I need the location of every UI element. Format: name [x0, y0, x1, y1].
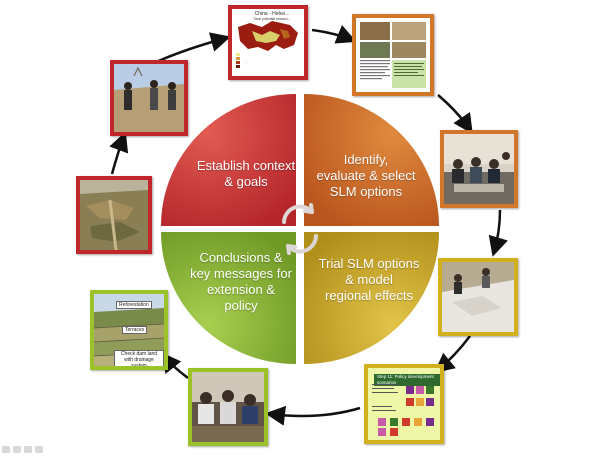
arrow-slide-to-group — [265, 405, 361, 426]
slide-title: Step 11: Policy development scenarios — [374, 374, 440, 386]
map-graphic — [236, 21, 298, 68]
terraces-label-reforestation: Reforestation — [116, 301, 152, 309]
slide-graphic — [372, 384, 434, 436]
quadrant-conclusions — [161, 232, 296, 364]
photo-meeting — [440, 130, 518, 208]
toolbar-icons[interactable] — [2, 440, 62, 453]
field-visit-graphic — [114, 64, 184, 132]
arrow-map-to-doc — [311, 25, 357, 44]
map-title: China - Hebei... — [254, 11, 290, 17]
quadrant-trial-label: Trial SLM options & model regional effec… — [318, 256, 420, 303]
photo-group-discussion — [188, 368, 268, 446]
photo-report-page — [352, 14, 434, 96]
map-legend: ... — [244, 60, 248, 64]
terraces-label-check-dam: Check dam land with drainage system — [114, 350, 164, 366]
arrow-meeting-to-field — [488, 209, 508, 257]
quadrant-context — [161, 94, 296, 226]
photo-policy-slide: Step 11: Policy development scenarios — [364, 364, 444, 444]
map-subtitle: Total potential erosion... — [253, 17, 291, 21]
quadrant-context-label: Establish context & goals — [196, 158, 296, 189]
terraces-label-terraces: Terraces — [122, 326, 148, 334]
photo-terraces: Reforestation Terraces Check dam land wi… — [90, 290, 168, 370]
group-graphic — [192, 372, 264, 442]
quadrant-trial — [304, 232, 439, 364]
arrow-doc-to-meeting — [437, 94, 473, 135]
cycle-arrows-icon — [282, 203, 318, 255]
photo-eroded-landscape — [76, 176, 152, 254]
quadrant-identify — [304, 94, 439, 226]
cycle-arrows — [109, 25, 508, 426]
field-graphic — [442, 262, 514, 332]
meeting-graphic — [444, 134, 514, 204]
photo-field-trial — [438, 258, 518, 336]
arrow-landscape-to-people — [109, 131, 129, 175]
photo-erosion-map: China - Hebei... Total potential erosion… — [228, 5, 308, 80]
quadrant-identify-label: Identify, evaluate & select SLM options — [316, 152, 416, 199]
photo-field-visit — [110, 60, 188, 136]
landscape-graphic — [80, 180, 148, 250]
quadrant-conclusions-label: Conclusions & key messages for extension… — [190, 250, 292, 313]
report-graphic — [360, 22, 426, 88]
